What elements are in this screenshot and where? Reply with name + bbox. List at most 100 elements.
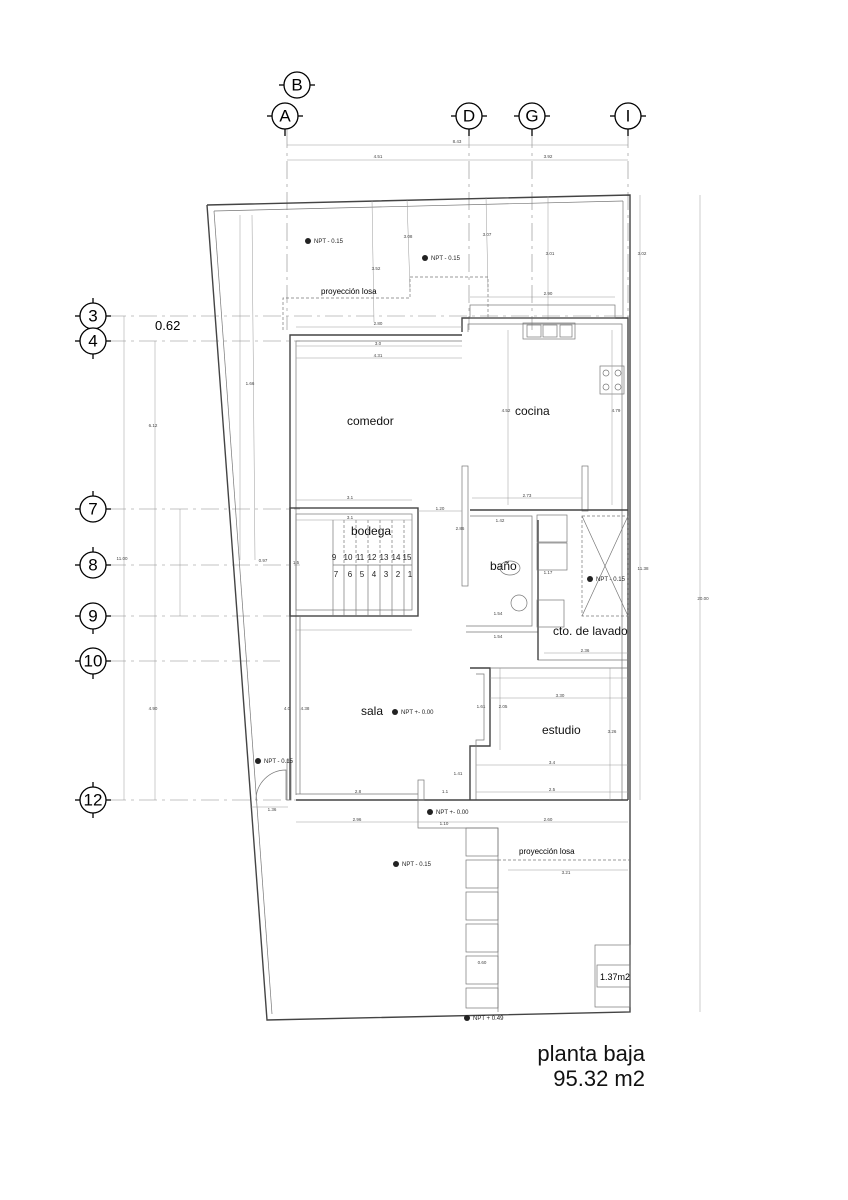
svg-text:3.26: 3.26	[608, 729, 617, 734]
axis-bubble-B: B	[279, 71, 315, 99]
svg-text:2.96: 2.96	[353, 817, 362, 822]
stair-step: 11	[356, 553, 365, 562]
svg-text:2.36: 2.36	[581, 648, 590, 653]
axis-bubble-8: 8	[75, 547, 111, 579]
stair-step: 12	[368, 553, 377, 562]
axis-bubble-I: I	[610, 102, 646, 136]
svg-text:2.60: 2.60	[544, 817, 553, 822]
svg-text:2.05: 2.05	[499, 704, 508, 709]
svg-text:NPT +- 0.00: NPT +- 0.00	[436, 810, 469, 816]
svg-text:4.0: 4.0	[284, 706, 291, 711]
svg-text:7: 7	[88, 500, 97, 519]
level-mark: NPT - 0.15	[255, 758, 294, 765]
svg-text:3.08: 3.08	[404, 234, 413, 239]
area-box: 1.37m2	[594, 944, 631, 1008]
stair-step: 9	[332, 553, 337, 562]
svg-text:6.12: 6.12	[149, 423, 158, 428]
svg-text:9: 9	[88, 607, 97, 626]
stair-step: 14	[392, 553, 401, 562]
svg-text:D: D	[463, 107, 475, 126]
svg-text:3: 3	[88, 307, 97, 326]
svg-text:4: 4	[88, 332, 97, 351]
stair-step: 7	[334, 570, 339, 579]
svg-text:3.4: 3.4	[549, 760, 556, 765]
plan-area: 95.32 m2	[553, 1066, 645, 1091]
svg-text:4.31: 4.31	[374, 353, 383, 358]
svg-text:1.10: 1.10	[440, 821, 449, 826]
svg-text:8: 8	[88, 556, 97, 575]
axis-bubble-7: 7	[75, 491, 111, 523]
svg-text:1.1: 1.1	[442, 789, 449, 794]
svg-text:1.37m2: 1.37m2	[600, 972, 630, 982]
plan-title: planta baja	[537, 1041, 645, 1066]
svg-text:2.73: 2.73	[523, 493, 532, 498]
svg-text:2.90: 2.90	[544, 291, 553, 296]
svg-text:2.8: 2.8	[355, 789, 362, 794]
lot-boundary	[206, 194, 631, 1021]
axis-bubble-3: 3	[75, 298, 111, 330]
svg-text:2.80: 2.80	[374, 321, 383, 326]
svg-text:NPT - 0.15: NPT - 0.15	[264, 759, 294, 765]
house-walls	[255, 304, 629, 1012]
svg-text:NPT - 0.15: NPT - 0.15	[314, 239, 344, 245]
svg-text:3.92: 3.92	[544, 154, 553, 159]
svg-text:8.43: 8.43	[453, 139, 462, 144]
svg-text:1.61: 1.61	[477, 704, 486, 709]
slab-projection	[282, 276, 632, 861]
stair-step: 15	[403, 553, 412, 562]
svg-text:4.79: 4.79	[612, 408, 621, 413]
svg-text:1.20: 1.20	[436, 506, 445, 511]
svg-text:I: I	[626, 107, 631, 126]
stair-step: 10	[344, 553, 353, 562]
svg-text:0.97: 0.97	[259, 558, 268, 563]
svg-text:11.00: 11.00	[117, 556, 128, 561]
svg-text:11.38: 11.38	[638, 566, 649, 571]
stair-step: 3	[384, 570, 389, 579]
stair-step: 6	[348, 570, 353, 579]
svg-text:1.41: 1.41	[454, 771, 463, 776]
projection-label: proyección losa	[519, 847, 575, 856]
svg-text:NPT - 0.15: NPT - 0.15	[431, 256, 461, 262]
svg-text:3.30: 3.30	[556, 693, 565, 698]
room-label-bodega: bodega	[351, 524, 391, 538]
svg-text:10: 10	[84, 652, 103, 671]
svg-text:NPT + 0.49: NPT + 0.49	[473, 1016, 504, 1022]
level-mark: NPT +- 0.00	[392, 709, 434, 716]
stair-step: 5	[360, 570, 365, 579]
room-label-comedor: comedor	[347, 414, 394, 428]
svg-text:G: G	[525, 107, 538, 126]
axis-bubble-9: 9	[75, 602, 111, 634]
kitchen-sink	[522, 322, 576, 340]
room-label-bano: baño	[490, 559, 517, 573]
svg-text:1.5: 1.5	[293, 560, 300, 565]
room-label-estudio: estudio	[542, 723, 581, 737]
axis-bubble-10: 10	[75, 647, 111, 679]
svg-text:NPT - 0.15: NPT - 0.15	[402, 862, 432, 868]
svg-text:3.02: 3.02	[638, 251, 647, 256]
level-mark: NPT - 0.15	[393, 861, 432, 868]
stair-step: 2	[396, 570, 401, 579]
svg-text:B: B	[291, 76, 302, 95]
svg-text:4.38: 4.38	[301, 706, 310, 711]
svg-text:1.54: 1.54	[494, 634, 503, 639]
svg-text:3.52: 3.52	[372, 266, 381, 271]
svg-text:3.21: 3.21	[562, 870, 571, 875]
svg-text:3.0: 3.0	[375, 341, 382, 346]
interior-dimensions	[250, 296, 628, 871]
front-dimension-lines	[239, 196, 549, 561]
room-label-sala: sala	[361, 704, 383, 718]
level-mark: NPT +- 0.00	[427, 809, 469, 816]
svg-text:12: 12	[84, 791, 103, 810]
room-label-cocina: cocina	[515, 404, 550, 418]
svg-text:1.54: 1.54	[494, 611, 503, 616]
room-label-lavado: cto. de lavado	[553, 624, 628, 638]
axis-bubble-A: A	[267, 102, 303, 136]
svg-text:4.90: 4.90	[149, 706, 158, 711]
level-mark: NPT - 0.15	[587, 576, 626, 583]
svg-text:A: A	[279, 107, 291, 126]
level-mark: NPT - 0.15	[305, 238, 344, 245]
light-well	[581, 515, 629, 617]
level-marker: 0.62	[155, 318, 180, 333]
bathroom-fixtures	[499, 514, 568, 628]
